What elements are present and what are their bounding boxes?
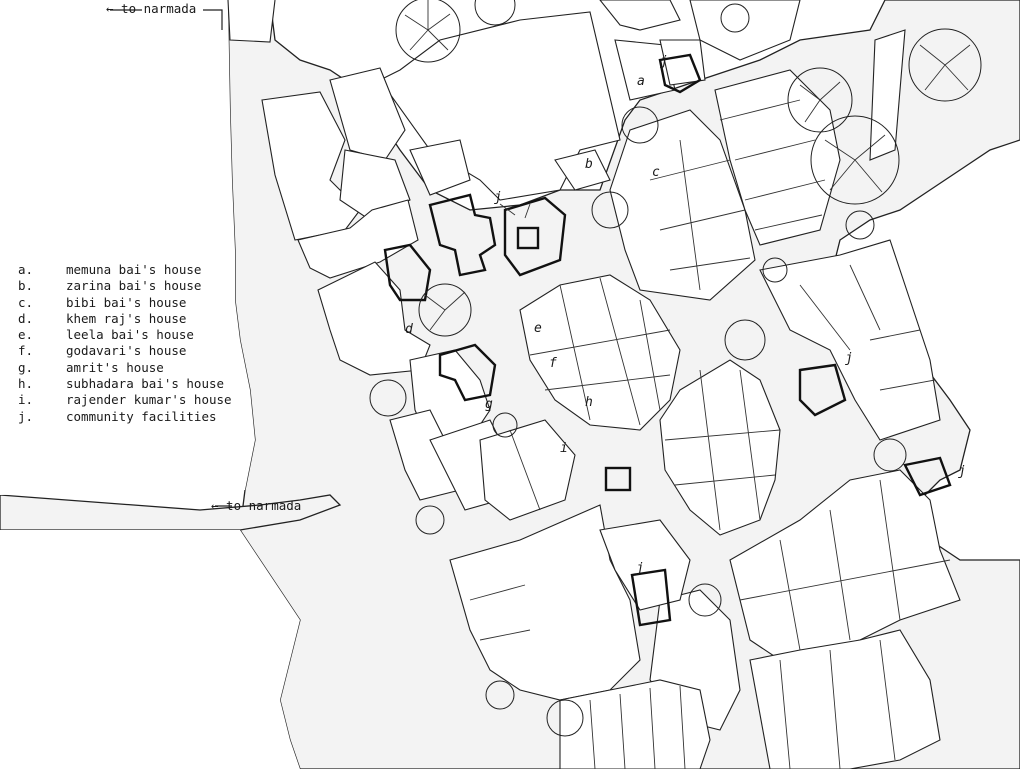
- label-i: i: [560, 441, 568, 456]
- label-d: d: [405, 322, 413, 337]
- label-j-far-right: j: [958, 464, 966, 479]
- label-j-bottom: j: [636, 561, 644, 576]
- legend-item: c.bibi bai's house: [18, 294, 187, 310]
- direction-top-to-narmada: ← to narmada: [106, 1, 197, 16]
- label-j-center: j: [494, 190, 502, 205]
- legend-item: j.community facilities: [18, 408, 217, 424]
- direction-arrows: [110, 9, 232, 507]
- label-e: e: [534, 321, 542, 336]
- label-b: b: [585, 157, 593, 172]
- legend-item: g.amrit's house: [18, 359, 164, 375]
- label-g: g: [485, 397, 493, 412]
- legend-item: a.memuna bai's house: [18, 262, 202, 277]
- plot-labels: a b c d e f g h i j j j j j: [405, 54, 966, 576]
- label-h: h: [585, 395, 593, 410]
- label-j-top: j: [660, 54, 668, 69]
- legend-item: e.leela bai's house: [18, 327, 194, 343]
- direction-middle-to-narmada: ← to narmada: [211, 498, 302, 513]
- building-plots: [261, 0, 961, 769]
- legend-item: h.subhadara bai's house: [18, 376, 225, 392]
- legend-item: b.zarina bai's house: [18, 278, 202, 294]
- trees: [369, 0, 982, 737]
- label-j-right: j: [845, 351, 853, 366]
- label-f: f: [549, 356, 557, 371]
- house-outlines: [383, 53, 952, 627]
- label-a: a: [637, 74, 645, 89]
- legend-item: f.godavari's house: [18, 343, 187, 359]
- legend-item: d.khem raj's house: [18, 310, 187, 326]
- legend: a.memuna bai's house b.zarina bai's hous…: [18, 262, 232, 425]
- label-c: c: [652, 165, 660, 180]
- legend-item: i.rajender kumar's house: [18, 392, 232, 408]
- open-land: [227, 0, 906, 201]
